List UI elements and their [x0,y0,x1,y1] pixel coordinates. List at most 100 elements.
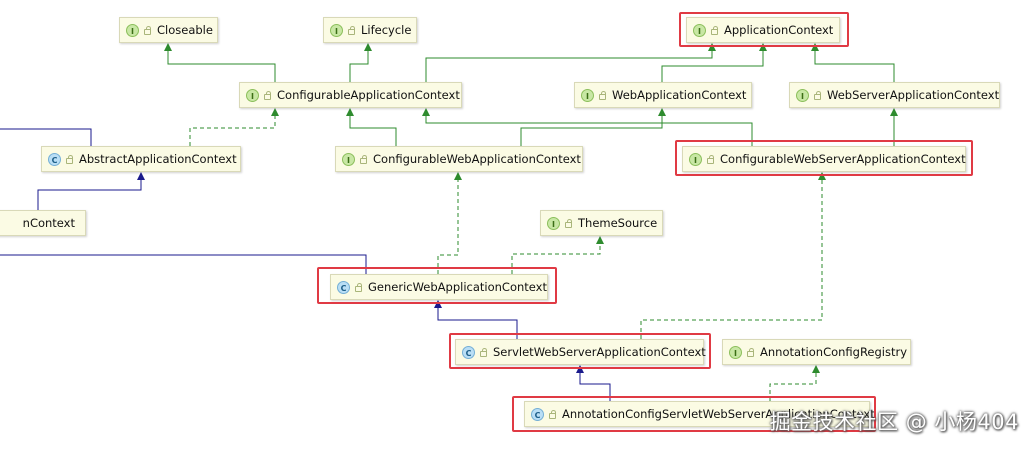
arrowhead-webserver [890,108,898,116]
lock-icon [480,347,487,357]
lock-icon [66,154,73,164]
node-configurable-application-context[interactable]: I ConfigurableApplicationContext [239,82,462,108]
node-label: Closeable [157,23,213,37]
edge-abstract-to-conf [189,116,276,146]
node-label: AnnotationConfigServletWebServerApplicat… [562,407,875,421]
edge-servlet-to-generic [437,308,518,339]
interface-icon: I [246,88,259,102]
highlight-generic-web-application-context [317,267,557,304]
interface-icon: I [693,23,706,37]
class-icon: C [48,152,61,166]
interface-icon: I [330,23,343,37]
arrowhead-appctx-c [811,43,819,51]
edge-generic-to-confweb [437,180,459,274]
node-label: AbstractApplicationContext [79,152,237,166]
node-theme-source[interactable]: I ThemeSource [540,210,663,236]
lock-icon [707,154,714,164]
node-servlet-web-server-application-context[interactable]: C ServletWebServerApplicationContext [455,339,706,365]
arrowhead-confweb [454,172,462,180]
node-web-server-application-context[interactable]: I WebServerApplicationContext [789,82,1000,108]
lock-icon [144,25,151,35]
node-annotation-config-servlet-web-server-application-context[interactable]: C AnnotationConfigServletWebServerApplica… [524,401,875,427]
lock-icon [599,90,606,100]
edge-servlet-to-confwebserver [640,180,823,339]
highlight-annotation-config-servlet-web-server-application-context [512,396,876,432]
edge-webserver-to-appctx [814,51,895,82]
edge-web-to-appctx [661,51,764,82]
edge-left-to-generic [0,254,367,274]
node-generic-web-application-context[interactable]: C GenericWebApplicationContext [330,274,548,300]
edge-conf-to-appctx [425,51,713,82]
class-icon: C [531,407,544,421]
edge-annot-to-registry [769,373,817,401]
arrowhead-abstract [137,172,145,180]
node-label: WebServerApplicationContext [827,88,1000,102]
node-label: ApplicationContext [724,23,834,37]
interface-icon: I [581,88,594,102]
class-icon: C [337,280,350,294]
arrowhead-appctx-b [759,43,767,51]
edge-partial-to-abstract [37,180,142,210]
edge-confwebserver-to-conf [425,116,753,146]
lock-icon [814,90,821,100]
edge-annot-to-servlet [579,373,611,401]
node-annotation-config-registry[interactable]: I AnnotationConfigRegistry [722,339,911,365]
watermark: 掘金技术社区 @ 小杨404 [769,410,1019,434]
interface-icon: I [342,152,355,166]
arrowhead-conf-a [271,108,279,116]
node-label: ThemeSource [578,216,658,230]
node-configurable-web-application-context[interactable]: I ConfigurableWebApplicationContext [335,146,583,172]
node-lifecycle[interactable]: I Lifecycle [323,17,417,43]
lock-icon [565,218,572,228]
interface-icon: I [796,88,809,102]
node-abstract-application-context[interactable]: C AbstractApplicationContext [41,146,241,172]
node-label: AnnotationConfigRegistry [760,345,908,359]
lock-icon [549,409,556,419]
interface-icon: I [729,345,742,359]
arrowhead-confwebserver [818,172,826,180]
lock-icon [264,90,271,100]
node-label: GenericWebApplicationContext [368,280,547,294]
lock-icon [360,154,367,164]
highlight-configurable-web-server-application-context [675,140,973,176]
edge-confweb-to-conf [349,116,397,146]
arrowhead-web [658,108,666,116]
arrowhead-appctx-a [708,43,716,51]
node-label: ConfigurableWebServerApplicationContext [720,152,966,166]
edge-generic-to-theme [511,244,601,274]
edge-conf-to-closeable [167,51,276,82]
interface-icon: I [126,23,139,37]
node-application-context[interactable]: I ApplicationContext [686,17,840,43]
node-configurable-web-server-application-context[interactable]: I ConfigurableWebServerApplicationContext [682,146,966,172]
arrowhead-lifecycle [364,43,372,51]
highlight-servlet-web-server-application-context [449,333,711,369]
class-icon: C [462,345,475,359]
arrowhead-servlet [576,365,584,373]
arrowhead-conf-c [422,108,430,116]
edge-left-to-abstract [0,128,92,146]
arrowhead-theme [596,236,604,244]
node-closeable[interactable]: I Closeable [119,17,218,43]
lock-icon [747,347,754,357]
arrowhead-registry [812,365,820,373]
arrowhead-generic [434,300,442,308]
node-label: WebApplicationContext [612,88,747,102]
lock-icon [355,282,362,292]
node-label: Lifecycle [361,23,412,37]
arrowhead-closeable [164,43,172,51]
lock-icon [348,25,355,35]
node-label: ServletWebServerApplicationContext [493,345,706,359]
edge-confweb-to-web [520,116,663,146]
node-label: ConfigurableApplicationContext [277,88,460,102]
node-label: nContext [22,216,75,230]
interface-icon: I [689,152,702,166]
edge-conf-to-lifecycle [349,51,369,82]
highlight-application-context [679,12,849,47]
interface-icon: I [547,216,560,230]
lock-icon [711,25,718,35]
node-web-application-context[interactable]: I WebApplicationContext [574,82,752,108]
node-partial-context[interactable]: nContext [0,210,86,236]
node-label: ConfigurableWebApplicationContext [373,152,581,166]
arrowhead-conf-b [346,108,354,116]
